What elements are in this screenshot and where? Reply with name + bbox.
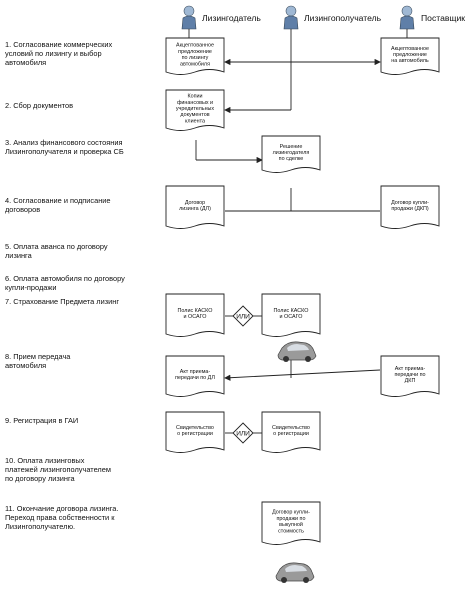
step-11: 11. Окончание договора лизинга. Переход … [5,504,119,531]
actor-label-supplier: Поставщик [421,13,466,23]
document-text-line: автомобиля [180,61,210,67]
document-text-line: учредительных [176,106,215,112]
step-3: 3. Анализ финансового состояния Лизингоп… [5,138,124,156]
document-text-line: и ОСАГО [280,314,303,320]
or-gateway: ИЛИ [232,305,254,327]
or-label: ИЛИ [236,314,250,321]
person-icon [283,5,299,30]
person-icon [399,5,415,30]
step-9: 9. Регистрация в ГАИ [5,416,79,425]
document-text-line: документов [180,112,209,118]
document-text-line: финансовых и [177,100,213,106]
document-text-line: Полис КАСКО [178,308,213,314]
step-5: 5. Оплата аванса по договору лизинга [5,242,108,260]
document-text-line: о регистрации [177,431,213,437]
document-text-line: ДКП [405,378,416,384]
document-text-line: и ОСАГО [184,314,207,320]
document-buyout-contract: Договор купли-продажи повыкупнойстоимост… [261,501,321,545]
document-text-line: Полис КАСКО [274,308,309,314]
document-text-line: о регистрации [273,431,309,437]
or-gateway: ИЛИ [232,422,254,444]
document-text-line: Свидетельство [176,425,214,431]
person-icon [181,5,197,30]
document-text-line: предложение [393,52,427,58]
document-text-line: на автомобиль [391,58,429,64]
document-act-dl: Акт приема-передачи по ДЛ [165,355,225,397]
document-text-line: лизинга (ДЛ) [179,206,211,212]
document-purchase-contract: Договор купли-продажи (ДКП) [380,185,440,229]
document-text-line: Акцептованное [176,43,214,49]
step-2: 2. Сбор документов [5,101,74,110]
document-text-line: предложение [178,49,212,55]
document-text-line: Акт приема- [395,366,426,372]
document-text-line: Акт приема- [180,369,211,375]
step-1: 1. Согласование коммерческих условий по … [5,40,113,67]
document-text-line: Свидетельство [272,425,310,431]
document-text-line: лизингодателя [273,150,310,156]
car-icon [275,562,315,583]
document-text-line: по лизингу [182,55,209,61]
document-text-line: Договор купли- [272,510,310,516]
document-text-line: выкупной [279,521,303,528]
document-text-line: Решение [280,144,303,150]
document-text-line: продажи по [277,516,306,522]
document-text-line: передачи по ДЛ [175,375,215,381]
document-text-line: продажи (ДКП) [391,206,429,212]
document-text-line: клиента [185,118,205,124]
document-text-line: передачи по [394,372,425,378]
step-6: 6. Оплата автомобиля по договору купли-п… [5,274,125,292]
document-text-line: Копии [187,94,202,100]
document-text-line: по сделке [279,156,304,162]
step-4: 4. Согласование и подписание договоров [5,196,111,214]
document-text-line: Акцептованное [391,46,429,52]
step-10: 10. Оплата лизинговых платежей лизингопо… [5,456,111,483]
actor-label-lessee: Лизингополучатель [304,13,382,23]
actor-label-lessor: Лизингодатель [202,13,261,23]
document-text-line: стоимость [278,528,304,534]
document-text-line: Договор [185,200,205,206]
document-text-line: Договор купли- [391,200,429,206]
step-8: 8. Прием передача автомобиля [5,352,71,370]
or-label: ИЛИ [236,431,250,438]
step-7: 7. Страхование Предмета лизинг [5,297,120,306]
car-icon [277,341,317,362]
